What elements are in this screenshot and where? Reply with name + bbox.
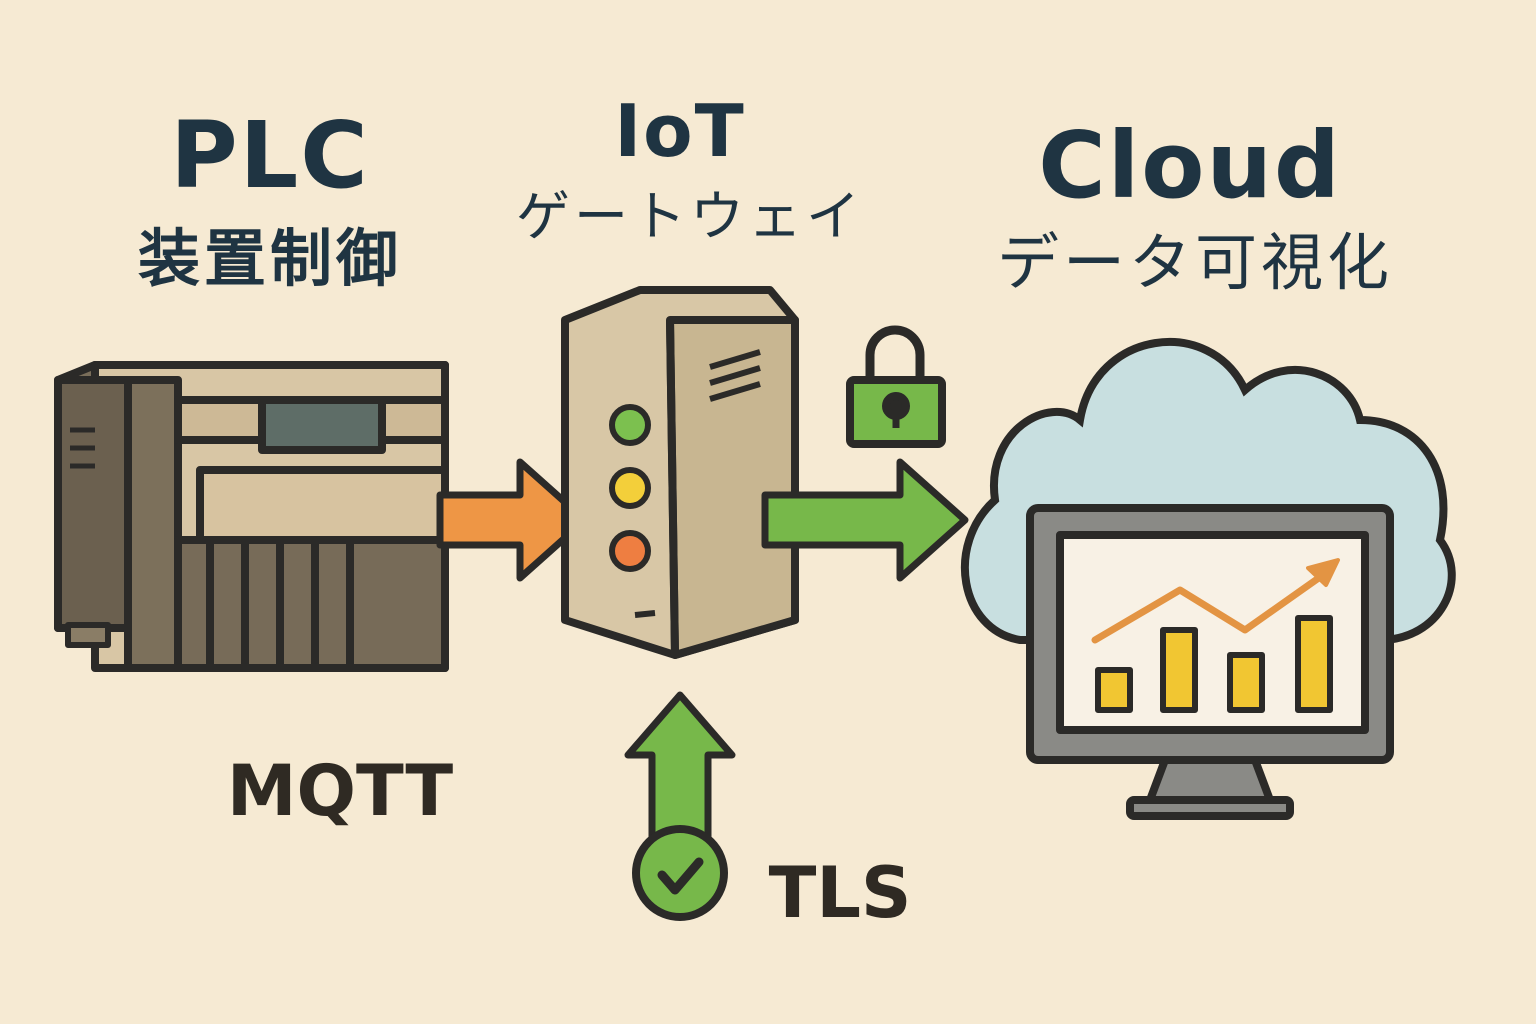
gateway-led-orange: [609, 530, 651, 572]
chart-bar-1: [1095, 667, 1133, 713]
trend-line: [1091, 566, 1334, 644]
tls-arrow-right: [761, 458, 969, 582]
check-circle-icon: [632, 825, 728, 921]
plc-title: PLC: [170, 102, 370, 209]
padlock-icon: [846, 325, 946, 448]
cloud-title: Cloud: [1038, 112, 1342, 219]
server-tower-icon: [561, 286, 799, 659]
plc-subtitle: 装置制御: [137, 222, 402, 295]
plc-device-icon: [54, 361, 449, 672]
monitor-chart-icon: [1026, 504, 1394, 820]
trend-arrowhead: [1306, 558, 1340, 587]
chart-bar-3: [1227, 652, 1265, 713]
gateway-subtitle: ゲートウェイ: [516, 185, 864, 248]
mqtt-label: MQTT: [226, 750, 454, 832]
chart-bar-2: [1160, 627, 1198, 713]
gateway-led-green: [609, 404, 651, 446]
mqtt-arrow: [436, 458, 589, 582]
gateway-title: IoT: [614, 89, 746, 173]
cloud-subtitle: データ可視化: [996, 226, 1393, 299]
tls-label: TLS: [768, 852, 912, 934]
chart-bar-4: [1295, 615, 1333, 713]
gateway-led-yellow: [609, 467, 651, 509]
